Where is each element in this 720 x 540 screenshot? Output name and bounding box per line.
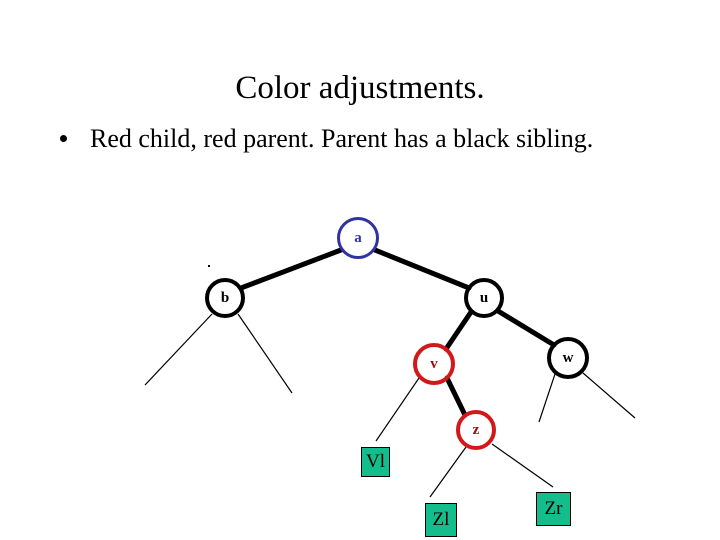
tree-edge-w-w-left-subtree	[538, 373, 556, 423]
tree-leaf-Zl[interactable]: Zl	[425, 503, 457, 537]
tree-leaf-label: Vl	[366, 451, 385, 472]
tree-leaf-label: Zr	[544, 498, 563, 519]
tree-node-v[interactable]: v	[413, 343, 455, 385]
thin-edge-group	[144, 313, 636, 498]
thick-edge-group	[238, 247, 557, 418]
tree-leaf-Zr[interactable]: Zr	[536, 492, 571, 526]
tree-edge-u-v	[443, 309, 474, 352]
tree-node-label: b	[220, 289, 230, 306]
tree-node-a[interactable]: a	[337, 217, 379, 259]
tree-node-b[interactable]: b	[205, 278, 245, 318]
tree-node-w[interactable]: w	[547, 337, 589, 379]
tree-node-label: a	[354, 229, 362, 246]
tree-node-label: w	[562, 349, 574, 366]
tree-leaf-Vl[interactable]: Vl	[361, 447, 390, 477]
tree-node-label: u	[479, 289, 489, 306]
tree-node-label: z	[472, 421, 480, 438]
tree-leaf-label: Zl	[432, 509, 450, 530]
page-title: Color adjustments.	[235, 70, 485, 106]
bullet-dot-icon	[60, 135, 67, 142]
tree-edge-b-b-right-subtree	[237, 313, 293, 394]
bullet-text: Red child, red parent. Parent has a blac…	[90, 124, 594, 153]
bullet-list: Red child, red parent. Parent has a blac…	[52, 122, 652, 155]
tree-node-z[interactable]: z	[456, 410, 496, 450]
speck-near-b	[208, 265, 210, 267]
tree-edge-a-b	[238, 247, 344, 291]
tree-edge-v-Vl	[375, 377, 420, 442]
tree-edge-z-Zr	[491, 443, 554, 488]
list-item: Red child, red parent. Parent has a blac…	[52, 122, 652, 155]
tree-edge-z-Zl	[429, 446, 467, 498]
tree-edge-w-w-right-subtree	[582, 372, 636, 419]
tree-node-u[interactable]: u	[464, 278, 504, 318]
tree-edge-a-u	[372, 247, 472, 291]
tree-edge-v-z	[444, 375, 468, 418]
tree-edge-u-w	[495, 308, 557, 348]
tree-node-label: v	[430, 355, 438, 372]
tree-edge-b-b-left-subtree	[144, 313, 213, 386]
